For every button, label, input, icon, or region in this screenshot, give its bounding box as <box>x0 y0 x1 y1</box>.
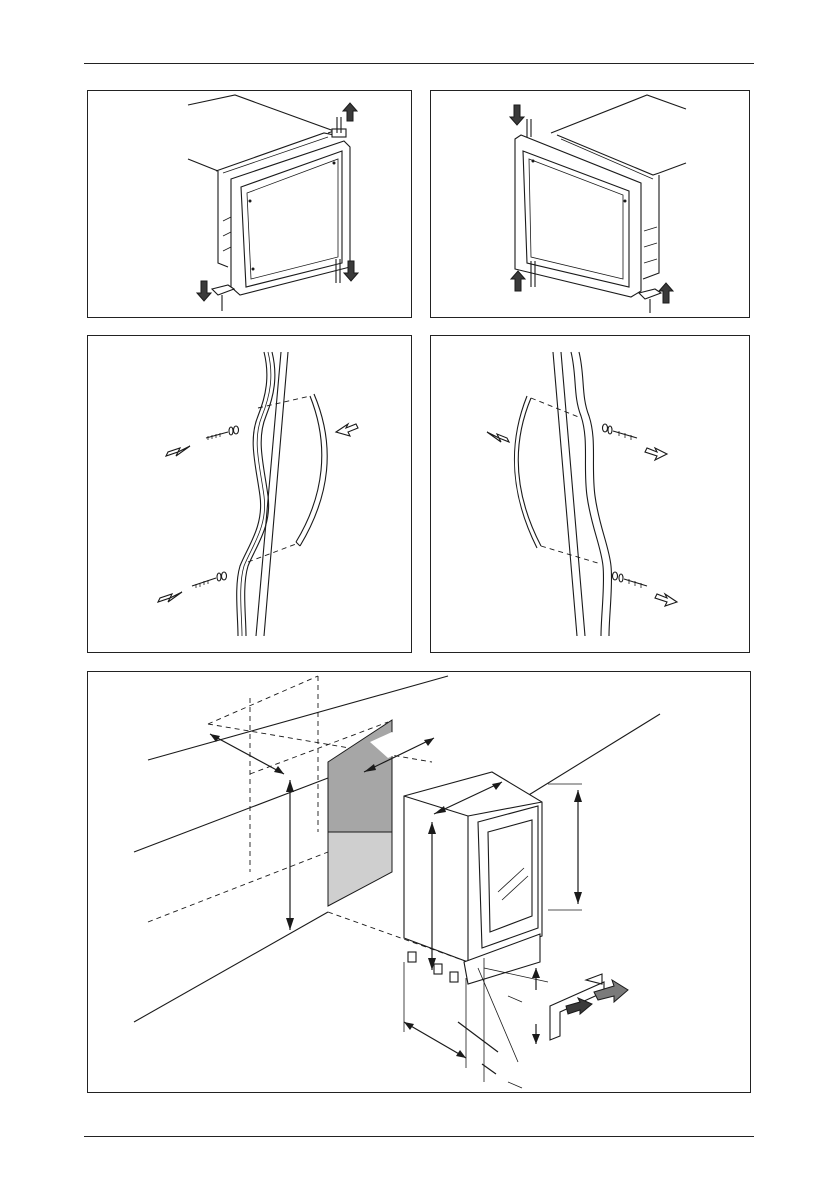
handle-removal-illustration <box>88 336 411 652</box>
arrow-left-icon <box>645 448 667 460</box>
arrow-down-icon <box>197 281 211 301</box>
figure-remove-handle <box>87 335 412 653</box>
handle-icon <box>296 394 327 546</box>
screw-icon <box>613 572 648 588</box>
arrow-left-icon <box>158 592 182 602</box>
screw-icon <box>603 424 638 440</box>
figure-remove-door <box>87 90 412 318</box>
installation-illustration <box>88 672 750 1092</box>
arrow-up-icon <box>511 271 525 291</box>
hinge-icon <box>212 285 234 311</box>
arrow-up-icon <box>343 103 357 121</box>
figure-mount-handle <box>430 335 750 653</box>
arrow-left-icon <box>655 594 677 606</box>
screw-icon <box>192 572 227 588</box>
arrow-down-icon <box>510 105 524 125</box>
handle-mount-illustration <box>431 336 749 652</box>
hinge-icon <box>639 289 661 313</box>
appliance-door <box>478 806 538 948</box>
arrow-right-icon <box>487 432 509 442</box>
arrow-left-icon <box>166 446 190 456</box>
handle-icon <box>514 396 541 548</box>
top-rule <box>84 63 754 64</box>
hinge-icon <box>332 117 346 137</box>
figure-installation <box>87 671 751 1093</box>
screw-icon <box>206 426 239 440</box>
figure-mount-door <box>430 90 750 318</box>
bottom-rule <box>84 1136 754 1137</box>
door-mount-illustration <box>431 91 749 317</box>
door-removal-illustration <box>88 91 411 317</box>
niche-floor <box>328 832 392 906</box>
arrow-right-icon <box>336 424 358 436</box>
